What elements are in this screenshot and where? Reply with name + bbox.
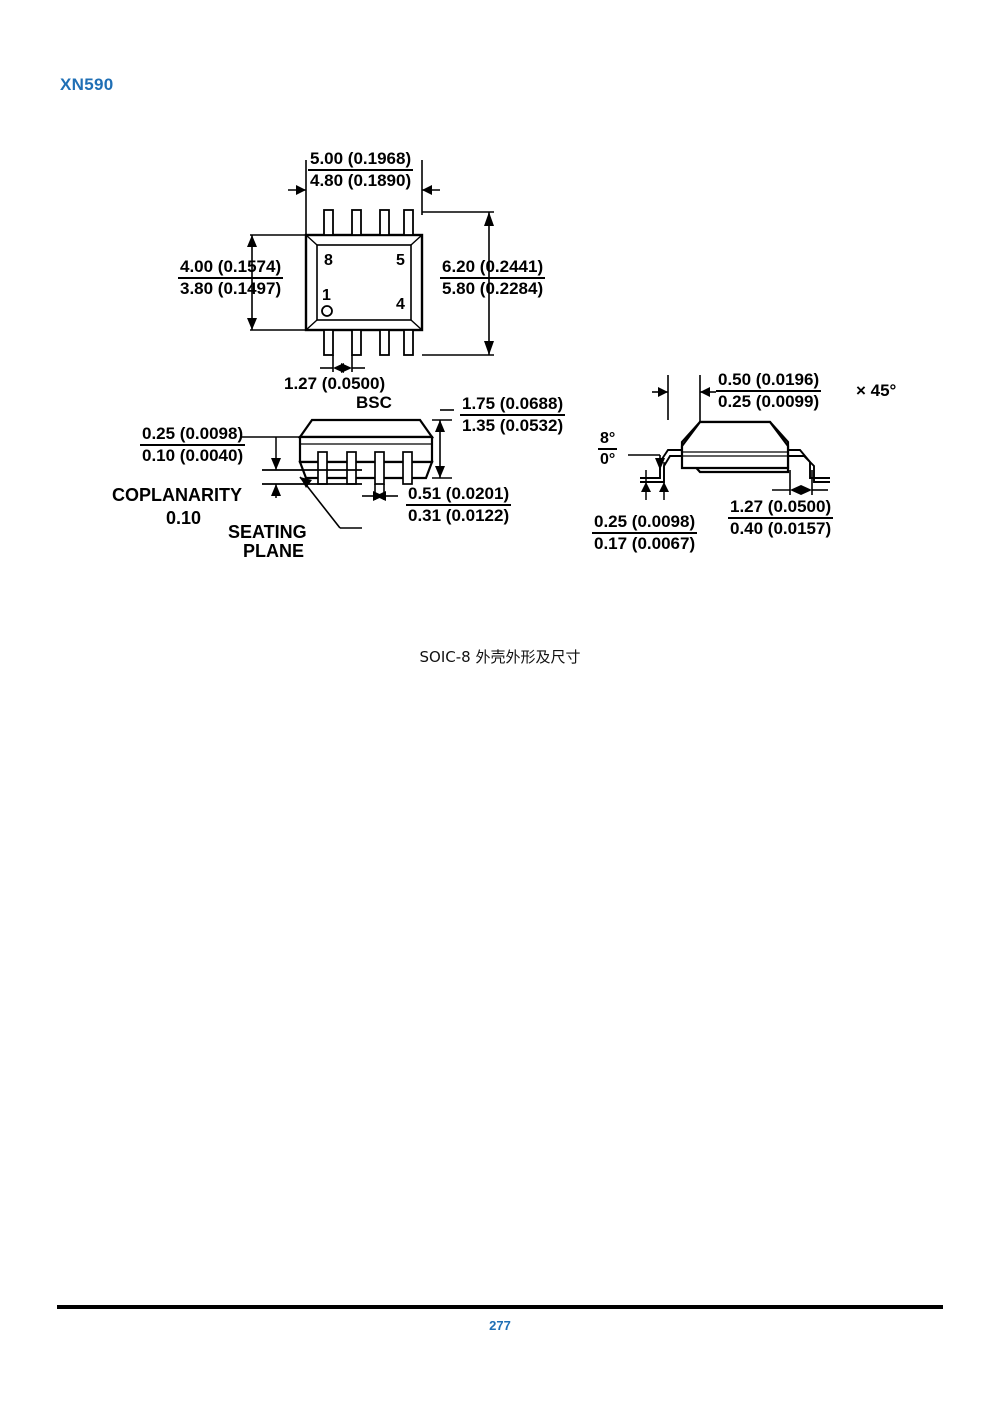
front-view-body	[297, 418, 435, 480]
seating-plane-label-line1: SEATING	[228, 522, 307, 542]
dim-chamfer-max: 0.50 (0.0196)	[716, 370, 822, 393]
dim-overall-width-min: 5.80 (0.2284)	[442, 279, 544, 299]
dim-lead-width: 0.51 (0.0201) 0.31 (0.0122)	[406, 484, 512, 526]
dim-lead-pitch-lines	[320, 355, 365, 372]
coplanarity-value: 0.10	[166, 508, 202, 528]
dim-body-length: 5.00 (0.1968) 4.80 (0.1890)	[308, 149, 414, 191]
side-view-body	[680, 420, 790, 474]
dim-lead-angle-lines	[628, 454, 661, 470]
dim-lead-width-max: 0.51 (0.0201)	[406, 484, 512, 507]
dim-standoff-min: 0.10 (0.0040)	[142, 446, 244, 466]
dim-body-width: 4.00 (0.1574) 3.80 (0.1497)	[178, 257, 284, 299]
dim-body-width-min: 3.80 (0.1497)	[180, 279, 282, 299]
package-drawing-svg: 8 5 1 4	[240, 160, 830, 529]
dim-lead-thickness-min: 0.17 (0.0067)	[594, 534, 696, 554]
dim-lead-angle-max: 8°	[598, 430, 618, 451]
dim-standoff-lines	[240, 436, 300, 498]
dim-lead-pitch-value: 1.27 (0.0500)	[284, 374, 386, 393]
page-title: XN590	[60, 75, 114, 94]
figure-caption: SOIC-8 外壳外形及尺寸	[419, 648, 581, 666]
dim-overall-height-max: 1.75 (0.0688)	[460, 394, 566, 417]
seating-plane-lines	[262, 469, 362, 485]
dim-lead-thickness: 0.25 (0.0098) 0.17 (0.0067)	[592, 512, 698, 554]
dim-standoff: 0.25 (0.0098) 0.10 (0.0040)	[140, 424, 246, 466]
pin-1-marker	[321, 305, 333, 317]
top-view-leads-upper	[323, 209, 414, 236]
dim-overall-height: 1.75 (0.0688) 1.35 (0.0532)	[460, 394, 566, 436]
dim-overall-width-lines	[422, 211, 494, 356]
dim-lead-pitch-note: BSC	[356, 393, 392, 412]
pin-label-8: 8	[324, 252, 333, 269]
dim-lead-width-min: 0.31 (0.0122)	[408, 506, 510, 526]
dim-foot-length-max: 1.27 (0.0500)	[728, 497, 834, 520]
dim-overall-width: 6.20 (0.2441) 5.80 (0.2284)	[440, 257, 546, 299]
dim-body-width-lines	[250, 234, 306, 331]
page-number: 277	[489, 1318, 511, 1333]
footer-divider	[57, 1305, 943, 1309]
coplanarity-label: COPLANARITY	[112, 485, 242, 505]
dim-lead-angle: 8° 0°	[598, 430, 618, 469]
dim-body-length-max: 5.00 (0.1968)	[308, 149, 414, 172]
dim-body-length-min: 4.80 (0.1890)	[310, 171, 412, 191]
dim-foot-length-min: 0.40 (0.0157)	[730, 519, 832, 539]
dim-body-width-max: 4.00 (0.1574)	[178, 257, 284, 280]
dim-chamfer-lines	[652, 375, 716, 422]
seating-plane-label-line2: PLANE	[243, 541, 305, 561]
top-view-leads-lower	[323, 329, 414, 356]
top-view-body	[304, 233, 424, 332]
dim-lead-thickness-max: 0.25 (0.0098)	[592, 512, 698, 535]
pin-label-4: 4	[396, 296, 405, 313]
dim-lead-angle-min: 0°	[600, 451, 616, 469]
dim-foot-length: 1.27 (0.0500) 0.40 (0.0157)	[728, 497, 834, 539]
package-outline-drawing: 8 5 1 4 5.00 (0.1968) 4.80 (0.1890) 4.00…	[112, 149, 897, 561]
dim-chamfer-min: 0.25 (0.0099)	[718, 392, 820, 412]
dim-chamfer-angle: × 45°	[856, 381, 897, 400]
pin-label-5: 5	[396, 252, 405, 269]
dim-overall-width-max: 6.20 (0.2441)	[440, 257, 546, 280]
pin-label-1: 1	[322, 287, 331, 304]
dim-lead-thickness-lines	[645, 462, 665, 500]
side-view-leads	[640, 449, 830, 483]
dim-overall-height-min: 1.35 (0.0532)	[462, 416, 564, 436]
dim-standoff-max: 0.25 (0.0098)	[140, 424, 246, 447]
dim-chamfer: 0.50 (0.0196) 0.25 (0.0099)	[716, 370, 822, 412]
dim-foot-length-lines	[772, 470, 828, 495]
